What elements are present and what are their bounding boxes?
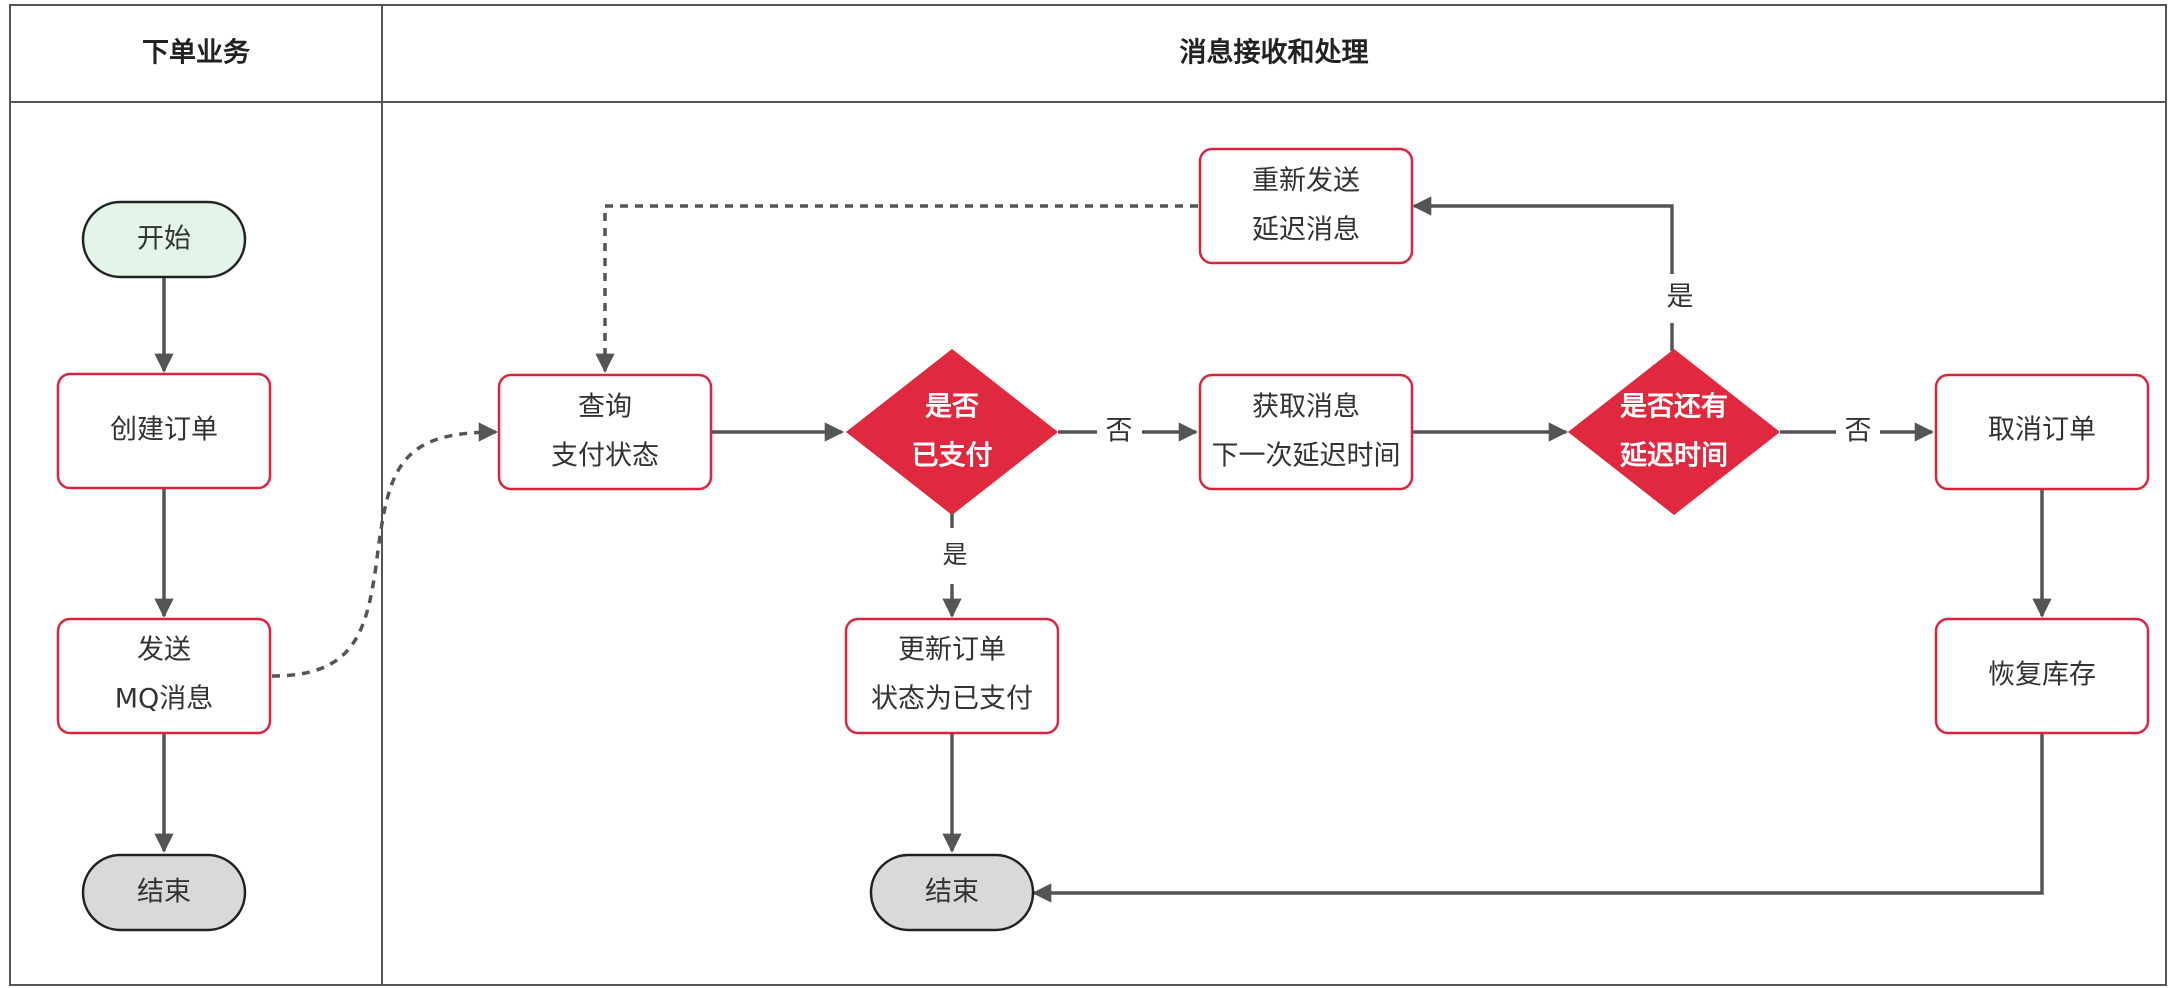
lane-title-order: 下单业务 — [142, 38, 250, 69]
edge-resend-to-query — [595, 204, 1198, 373]
edges — [154, 196, 2052, 903]
end-middle-label: 结束 — [925, 877, 979, 908]
resend-box — [1198, 147, 1414, 265]
is-paid-label-line1: 是否 — [925, 392, 979, 423]
end-left-terminal-shape — [81, 853, 247, 932]
lane-title-message: 消息接收和处理 — [1180, 37, 1369, 69]
edge-send-to-query — [271, 422, 498, 678]
cancel-order-node: 取消订单 — [1934, 373, 2150, 491]
has-delay-label-line1: 是否还有 — [1620, 392, 1728, 423]
edge-restore-to-end — [1032, 733, 2044, 903]
send-mq-label-line2: MQ消息 — [115, 684, 214, 715]
cancel-order-label: 取消订单 — [1988, 415, 2096, 446]
start-label: 开始 — [137, 224, 191, 255]
update-order-box — [844, 617, 1060, 735]
swimlane-frame — [9, 4, 2167, 986]
update-order-label-line1: 更新订单 — [898, 635, 1006, 666]
send-mq-label-line1: 发送 — [137, 635, 191, 666]
has-delay-diamond — [1568, 349, 1780, 515]
end-middle-node: 结束 — [869, 853, 1035, 932]
get-delay-node: 获取消息 下一次延迟时间 — [1198, 373, 1414, 491]
get-delay-label-line1: 获取消息 — [1252, 392, 1360, 423]
resend-label-line1: 重新发送 — [1252, 166, 1360, 197]
resend-label-line2: 延迟消息 — [1252, 215, 1360, 246]
is-paid-decision: 是否 已支付 — [846, 349, 1058, 515]
start-node: 开始 — [81, 200, 247, 279]
send-mq-node: 发送 MQ消息 — [56, 617, 272, 735]
query-payment-node: 查询 支付状态 — [497, 373, 713, 491]
create-order-node: 创建订单 — [56, 372, 272, 490]
resend-node: 重新发送 延迟消息 — [1198, 147, 1414, 265]
update-order-node: 更新订单 状态为已支付 — [844, 617, 1060, 735]
query-payment-box — [497, 373, 713, 491]
start-terminal-shape — [81, 200, 247, 279]
is-paid-label-line2: 已支付 — [912, 441, 993, 472]
restore-stock-node: 恢复库存 — [1934, 617, 2150, 735]
end-middle-terminal-shape — [869, 853, 1035, 932]
send-mq-box — [56, 617, 272, 735]
edge-label-delay-no: 否 — [1845, 416, 1872, 447]
has-delay-label-line2: 延迟时间 — [1619, 441, 1728, 472]
query-payment-label-line2: 支付状态 — [551, 441, 659, 472]
get-delay-label-line2: 下一次延迟时间 — [1212, 441, 1401, 472]
query-payment-label-line1: 查询 — [578, 392, 632, 423]
end-left-label: 结束 — [137, 877, 191, 908]
update-order-label-line2: 状态为已支付 — [871, 684, 1033, 715]
restore-stock-label: 恢复库存 — [1988, 660, 2096, 691]
edge-label-delay-yes: 是 — [1667, 282, 1694, 313]
is-paid-diamond — [846, 349, 1058, 515]
create-order-box — [56, 372, 272, 490]
restore-stock-box — [1934, 617, 2150, 735]
has-delay-decision: 是否还有 延迟时间 — [1568, 349, 1780, 515]
end-left-node: 结束 — [81, 853, 247, 932]
cancel-order-box — [1934, 373, 2150, 491]
get-delay-box — [1198, 373, 1414, 491]
edge-has-delay-yes-to-resend — [1412, 196, 1674, 274]
create-order-label: 创建订单 — [110, 415, 218, 446]
edge-label-paid-no: 否 — [1106, 416, 1133, 447]
edge-label-paid-yes: 是 — [942, 540, 967, 569]
